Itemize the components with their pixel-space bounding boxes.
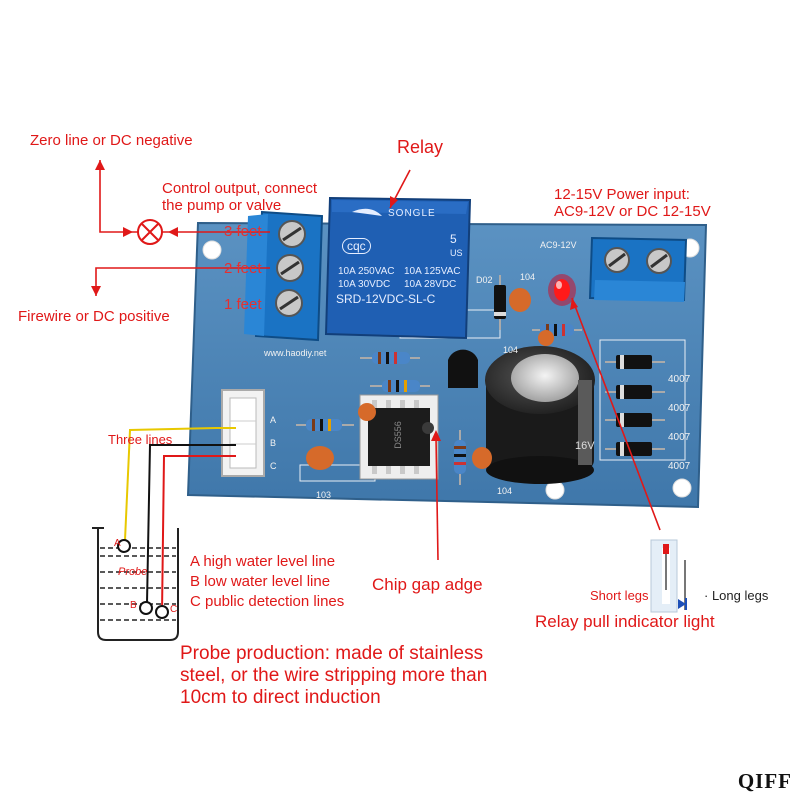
led-diagram bbox=[650, 539, 687, 613]
firewire-annotation: Firewire or DC positive bbox=[18, 308, 170, 325]
water-beaker bbox=[92, 527, 179, 641]
pin-a-silkscreen: A bbox=[270, 415, 277, 425]
wire-c-red bbox=[161, 455, 236, 614]
relay-pull-annotation: Relay pull indicator light bbox=[535, 612, 715, 631]
feet-2-label: 2 feet bbox=[224, 260, 262, 277]
diode-label-2: 4007 bbox=[668, 403, 691, 414]
control-output-annotation-2: the pump or valve bbox=[162, 197, 282, 214]
feet-3-label: 3 feet bbox=[224, 223, 262, 240]
ceramic-capacitors bbox=[306, 288, 554, 470]
c103-silkscreen: 103 bbox=[316, 490, 332, 500]
diode-r4 bbox=[605, 442, 665, 456]
power-input-annotation-2: AC9-12V or DC 12-15V bbox=[554, 203, 711, 220]
resistor-4 bbox=[296, 419, 354, 431]
ac-silkscreen: AC9-12V bbox=[540, 240, 577, 250]
relay-num: 5 bbox=[450, 232, 457, 246]
cap-voltage-label: 16V bbox=[575, 440, 595, 452]
beaker-b-label: B bbox=[130, 600, 137, 611]
zero-line-annotation: Zero line or DC negative bbox=[30, 132, 193, 149]
wire-b-black bbox=[146, 444, 236, 604]
legend-c: C public detection lines bbox=[190, 593, 345, 610]
diode-label-1: 4007 bbox=[668, 374, 691, 385]
feet-1-label: 1 feet bbox=[224, 296, 262, 313]
diodes bbox=[494, 275, 665, 456]
c104-mid-silkscreen: 104 bbox=[503, 345, 519, 355]
relay-us: US bbox=[450, 248, 463, 258]
c104-top-silkscreen: 104 bbox=[520, 272, 536, 282]
wire-a-yellow bbox=[124, 427, 236, 541]
power-terminal bbox=[588, 236, 688, 302]
control-output-annotation-1: Control output, connect bbox=[162, 180, 318, 197]
c104-bot-silkscreen: 104 bbox=[497, 486, 513, 496]
diode-label-4: 4007 bbox=[668, 461, 691, 472]
relay-component bbox=[324, 196, 472, 340]
probe-wires bbox=[124, 427, 236, 614]
chip-gap-annotation: Chip gap adge bbox=[372, 575, 483, 594]
indicator-led bbox=[548, 274, 576, 306]
power-input-annotation-1: 12-15V Power input: bbox=[554, 186, 690, 203]
probe-connector bbox=[221, 389, 265, 477]
resistors bbox=[296, 324, 582, 485]
d02-silkscreen: D02 bbox=[476, 275, 493, 285]
relay-spec-r1: 10A 125VAC bbox=[404, 266, 461, 277]
lamp-symbol-icon bbox=[137, 219, 163, 245]
website-silkscreen: www.haodiy.net bbox=[264, 348, 327, 358]
relay-logo: cqc bbox=[342, 238, 371, 254]
diode-top bbox=[494, 275, 506, 330]
relay-model: SRD-12VDC-SL-C bbox=[336, 292, 436, 306]
diode-r2 bbox=[605, 385, 665, 399]
diode-r1 bbox=[605, 355, 665, 369]
relay-spec-l1: 10A 250VAC bbox=[338, 266, 395, 277]
relay-brand: SONGLE bbox=[388, 208, 436, 219]
relay-annotation: Relay bbox=[397, 137, 444, 157]
watermark: QIFF bbox=[737, 769, 792, 793]
legend-a: A high water level line bbox=[190, 553, 336, 570]
diode-label-3: 4007 bbox=[668, 432, 691, 443]
beaker-a-label: A bbox=[114, 538, 121, 549]
screw-3 bbox=[278, 220, 306, 248]
annotation-lines bbox=[95, 160, 661, 561]
beaker-c-label: C bbox=[170, 604, 178, 615]
pin-c-silkscreen: C bbox=[270, 461, 277, 471]
arrowheads bbox=[91, 160, 578, 441]
output-terminal bbox=[244, 210, 324, 342]
chip-marking: DS556 bbox=[392, 421, 403, 449]
transistor bbox=[448, 349, 478, 388]
relay-spec-r2: 10A 28VDC bbox=[404, 279, 457, 290]
relay-spec-l2: 10A 30VDC bbox=[338, 279, 391, 290]
resistor-1 bbox=[360, 352, 420, 364]
electrolytic-capacitor bbox=[485, 346, 595, 484]
diode-r3 bbox=[605, 413, 665, 427]
probe-text-2: steel, or the wire stripping more than bbox=[180, 665, 488, 686]
long-legs-text: Long legs bbox=[711, 588, 769, 603]
screw-1 bbox=[275, 289, 303, 317]
short-legs-label: Short legs bbox=[590, 588, 649, 603]
three-lines-annotation: Three lines bbox=[108, 432, 173, 447]
beaker-probe-label: Probe bbox=[118, 566, 148, 578]
resistor-2 bbox=[370, 380, 430, 392]
probe-text-1: Probe production: made of stainless bbox=[180, 643, 484, 664]
probe-text-3: 10cm to direct induction bbox=[180, 687, 381, 708]
screw-2 bbox=[276, 254, 304, 282]
resistor-5 bbox=[454, 430, 466, 485]
legend-b: B low water level line bbox=[190, 573, 331, 590]
long-legs-label: · Long legs bbox=[704, 588, 769, 603]
pin-b-silkscreen: B bbox=[270, 438, 277, 448]
